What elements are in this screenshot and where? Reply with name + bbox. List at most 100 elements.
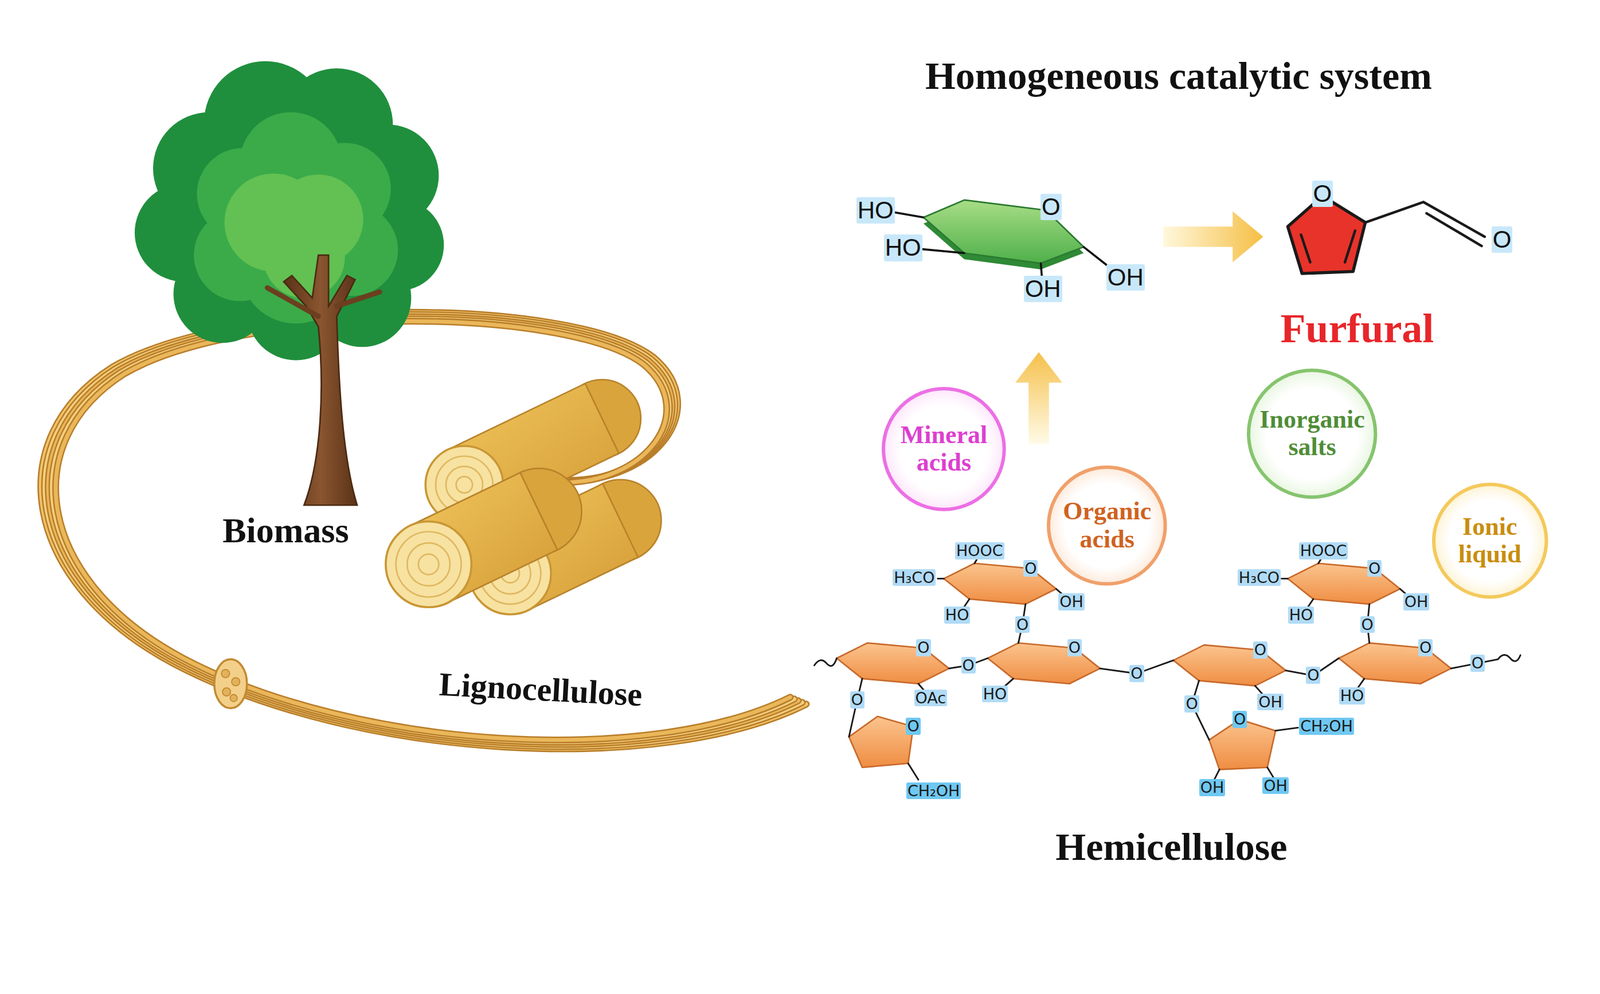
system-outline <box>787 42 1587 978</box>
hemicellulose-structure <box>836 643 950 684</box>
atom-label: O <box>961 656 976 675</box>
atom-label: OAc <box>914 689 948 707</box>
circle-outline <box>883 388 1005 510</box>
logs <box>396 531 462 598</box>
catalyst-name: Inorganic salts <box>1259 405 1365 462</box>
system-outline <box>836 150 919 176</box>
system-outline <box>1163 118 1286 147</box>
hemicellulose-structure <box>1338 643 1451 684</box>
hemicellulose-structure <box>1267 767 1274 778</box>
furfural-molecule <box>1300 234 1310 262</box>
caption-label: Biomass <box>222 510 349 550</box>
hemicellulose-structure <box>849 716 914 768</box>
fiber-bundle <box>55 321 790 740</box>
atom-label: O <box>1232 710 1247 729</box>
atom-label: O <box>1184 695 1199 713</box>
system-title: Homogeneous catalytic system <box>925 53 1433 99</box>
atom-label: OH <box>1058 593 1085 611</box>
atom-label: HO <box>982 685 1009 703</box>
logs <box>418 554 440 575</box>
hemicellulose-structure <box>1275 727 1298 731</box>
tree <box>263 216 345 298</box>
atom-label: O <box>1253 641 1268 659</box>
fiber-bundle <box>214 659 248 708</box>
atom-label: HO <box>1339 687 1366 705</box>
catalyst-name: Organic acids <box>1062 497 1152 554</box>
atom-label: HOOC <box>1299 542 1349 560</box>
xylose-molecule <box>1041 263 1043 277</box>
xylose-molecule <box>893 200 1113 277</box>
reaction-arrows <box>1015 351 1063 444</box>
atom-label: HO <box>883 234 923 261</box>
logs <box>385 521 472 608</box>
catalyst-circle: Inorganic salts <box>1245 367 1379 500</box>
circle-outline <box>1433 484 1547 597</box>
catalytic-system-box: Mineral acids Inorganic saltsOrganic acid… <box>785 38 1591 980</box>
hemicellulose-structure <box>1450 654 1521 669</box>
atom-label: H₃CO <box>1237 569 1281 587</box>
furfural-molecule <box>1365 201 1485 237</box>
product-label: Furfural <box>1280 306 1434 352</box>
system-outline <box>1500 153 1562 174</box>
xylose-molecule <box>893 212 1113 277</box>
system-outline <box>862 326 934 348</box>
hemicellulose-structure <box>937 577 945 580</box>
fiber-bundle <box>52 319 795 743</box>
atom-label: HOOC <box>955 542 1005 560</box>
circle-outline <box>1048 467 1166 585</box>
hemicellulose-structure <box>814 658 837 666</box>
fiber-bundle <box>41 312 807 749</box>
catalyst-name: Ionic liquid <box>1458 513 1522 569</box>
hemicellulose-label: Hemicellulose <box>1055 824 1287 870</box>
atom-label: HO <box>1288 606 1315 624</box>
hemicellulose-structure <box>943 563 1056 605</box>
furfural-molecule <box>1300 201 1485 262</box>
hemicellulose-structure <box>836 563 1452 770</box>
fiber-bundle <box>48 317 798 745</box>
fiber-bundle <box>52 319 795 743</box>
hemicellulose-structure <box>1287 563 1400 605</box>
atom-label: O <box>1040 193 1062 221</box>
hemicellulose-structure <box>1214 769 1220 780</box>
hemicellulose-structure <box>1281 577 1289 580</box>
atom-label: OH <box>1262 777 1289 795</box>
atom-label: O <box>1129 664 1144 683</box>
fiber-bundle <box>229 694 237 702</box>
logs <box>396 531 462 598</box>
atom-label: O <box>1360 616 1375 634</box>
atom-label: OH <box>1403 593 1430 611</box>
logs <box>385 379 662 614</box>
atom-label: O <box>1305 666 1321 684</box>
atom-label: CH₂OH <box>1299 717 1355 735</box>
atom-label: CH₂OH <box>906 782 962 800</box>
furfural-molecule <box>1426 213 1482 246</box>
atom-label: HO <box>944 606 971 624</box>
tree <box>134 61 444 506</box>
atom-label: HO <box>856 197 895 224</box>
tree <box>283 255 358 506</box>
catalyst-name: Mineral acids <box>900 421 988 477</box>
fiber-bundle <box>44 314 803 747</box>
fiber-bundle <box>231 677 240 686</box>
reaction-arrows <box>1015 211 1264 445</box>
catalyst-circle: Mineral acids <box>880 385 1008 513</box>
atom-label: O <box>916 639 931 657</box>
atom-label: O <box>1418 639 1433 657</box>
logs <box>456 476 473 493</box>
xylose-molecule <box>920 248 965 253</box>
hemicellulose-structure <box>1173 644 1286 686</box>
fiber-bundle <box>48 317 798 745</box>
atom-label: O <box>1470 654 1485 672</box>
fiber-bundle <box>222 687 231 696</box>
furfural-molecule <box>1287 196 1365 274</box>
hemicellulose-structure <box>908 763 919 780</box>
atom-label: H₃CO <box>892 569 936 587</box>
atom-label: OH <box>1199 779 1226 797</box>
atom-label: O <box>905 717 921 735</box>
atom-label: O <box>1015 616 1030 634</box>
atom-label: O <box>1023 560 1038 578</box>
furfural-molecule <box>1287 196 1485 274</box>
fiber-bundle <box>44 314 803 747</box>
